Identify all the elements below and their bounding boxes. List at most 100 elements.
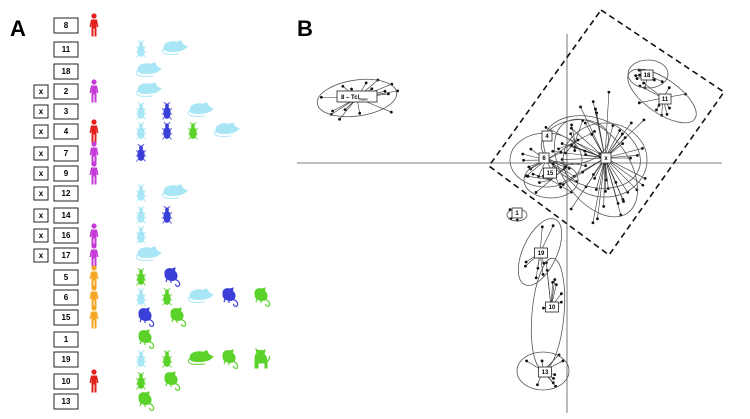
cluster-rays — [319, 68, 688, 388]
ray-line — [604, 125, 614, 159]
panel-a-letter: A — [10, 16, 26, 41]
cluster-ellipses — [316, 59, 697, 391]
cluster-label-text: 19 — [538, 251, 545, 257]
triatomine-icon — [135, 184, 147, 202]
sample-point — [544, 126, 548, 129]
sample-point — [536, 383, 539, 387]
sample-point — [358, 111, 362, 115]
dashed-rotated-box — [487, 8, 726, 257]
cluster-label-19: 19 — [534, 247, 548, 259]
x-marker-label: x — [39, 169, 44, 178]
cluster-label-text: 6 — [542, 156, 546, 162]
row-8: 8 — [53, 13, 99, 37]
cluster-label-18: 18 — [640, 69, 654, 81]
sample-point — [338, 117, 341, 121]
isolate-id-label: 18 — [62, 67, 71, 76]
row-15: 15 — [53, 305, 187, 329]
cluster-label-text: 13 — [542, 370, 549, 376]
sample-point — [641, 183, 645, 187]
sample-point — [573, 149, 577, 152]
triatomine-icon — [135, 350, 147, 368]
sample-point — [643, 176, 647, 180]
cluster-label-x: x — [600, 152, 612, 164]
sample-point — [396, 89, 400, 93]
isolate-id-label: 14 — [62, 211, 71, 220]
sample-point — [564, 165, 567, 169]
sample-point — [634, 74, 638, 78]
cluster-label-box — [658, 93, 672, 105]
opossum-icon — [222, 287, 239, 307]
x-marker-box — [33, 208, 49, 223]
ray-line — [604, 157, 646, 179]
isolate-id-label: 3 — [64, 107, 69, 116]
human-icon — [89, 265, 99, 289]
sample-point — [527, 165, 531, 169]
sample-point — [594, 107, 597, 111]
sample-point — [350, 87, 353, 91]
isolate-id-box — [53, 289, 79, 306]
row-18: 18 — [53, 62, 162, 80]
sample-point — [636, 153, 639, 157]
ellipse-11 — [627, 68, 697, 124]
sample-point — [620, 132, 624, 136]
row-1: 1 — [53, 329, 155, 349]
opossum-icon — [138, 307, 155, 327]
sample-point — [584, 153, 587, 157]
isolate-id-box — [53, 165, 79, 182]
sample-point — [635, 77, 639, 80]
sample-point — [591, 100, 595, 104]
triatomine-icon — [135, 40, 147, 58]
opossum-icon — [222, 349, 239, 369]
triatomine-icon — [161, 206, 173, 224]
cluster-label-text: 4 — [545, 134, 549, 140]
isolate-id-label: 1 — [64, 335, 69, 344]
cluster-label-text: 18 — [644, 73, 651, 79]
sample-point — [341, 84, 345, 88]
ray-line — [539, 179, 552, 183]
cluster-label-box — [543, 167, 557, 179]
rodent-icon — [187, 102, 214, 117]
isolate-id-label: 4 — [64, 127, 69, 136]
ray-line — [604, 92, 610, 159]
sample-point — [660, 80, 664, 84]
sample-point — [629, 156, 632, 160]
cluster-label-13: 13 — [538, 366, 552, 378]
sample-point — [629, 121, 633, 125]
sample-point — [554, 283, 558, 287]
rodent-icon — [135, 82, 162, 97]
ellipse-x-wide — [554, 118, 638, 218]
cluster-rays-3 — [544, 119, 602, 159]
ray-line — [532, 173, 552, 181]
ray-line — [562, 157, 606, 160]
isolate-id-box — [53, 227, 79, 244]
sample-point — [386, 92, 390, 96]
triatomine-icon — [135, 268, 147, 286]
sample-point — [668, 106, 671, 110]
opossum-icon — [164, 371, 181, 391]
x-marker-label: x — [39, 127, 44, 136]
rodent-icon — [161, 184, 188, 199]
sample-point — [561, 359, 565, 363]
sample-point — [542, 306, 545, 310]
x-marker-box — [33, 166, 49, 181]
x-marker-box — [33, 186, 49, 201]
sample-point — [618, 129, 622, 132]
ray-line — [571, 128, 606, 159]
x-marker-label: x — [39, 87, 44, 96]
sample-point — [540, 359, 544, 363]
x-marker-box — [33, 146, 49, 161]
ray-line — [570, 133, 576, 143]
cluster-label-text: 15 — [547, 171, 554, 177]
sample-point — [541, 273, 545, 276]
x-marker-label: x — [39, 251, 44, 260]
panel-b-letter: B — [297, 16, 313, 41]
triatomine-icon — [161, 288, 173, 306]
sample-point — [552, 377, 555, 380]
sample-point — [621, 142, 625, 146]
isolate-id-label: 5 — [64, 273, 69, 282]
sample-point — [603, 189, 607, 193]
